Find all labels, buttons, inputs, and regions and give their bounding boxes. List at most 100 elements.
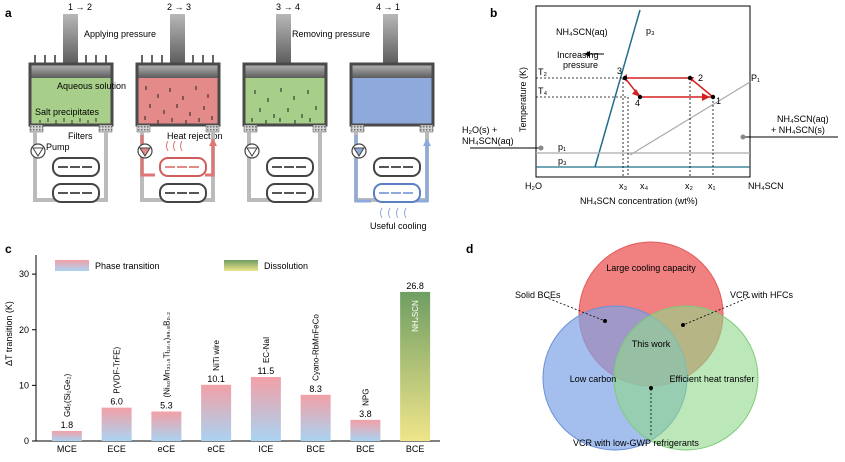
y-tick-label: 0 <box>24 436 29 446</box>
top-circle-label: Large cooling capacity <box>606 263 696 273</box>
state-label-3: 3 <box>617 66 622 76</box>
concentration-guides <box>622 78 714 177</box>
region-top-label: NH₄SCN(aq) <box>556 27 608 37</box>
useful-cooling-label: Useful cooling <box>370 221 427 231</box>
bar <box>300 394 331 441</box>
state-label-4: 4 <box>635 98 640 108</box>
heat-wave-icon <box>166 140 183 152</box>
bar-value-label: 8.3 <box>309 384 322 394</box>
step-label-3: 3 → 4 <box>276 2 300 12</box>
solution-fill <box>244 78 326 125</box>
x1-tick: x₁ <box>708 181 716 191</box>
applying-pressure-label: Applying pressure <box>84 29 156 39</box>
state-label-1: 1 <box>716 96 721 106</box>
solubility-line-p3 <box>594 9 641 168</box>
category-label: eCE <box>207 444 225 454</box>
category-label: MCE <box>57 444 77 454</box>
solution-fill <box>351 78 433 125</box>
solid-bces-label: Solid BCEs <box>515 290 561 300</box>
vcr-hfcs-leader <box>682 296 751 326</box>
category-label: BCE <box>406 444 425 454</box>
material-label: NPG <box>361 389 370 406</box>
material-label: Cyano-RbMnFeCo <box>312 314 321 381</box>
panel-c-letter: c <box>5 242 12 256</box>
removing-pressure-label: Removing pressure <box>292 29 370 39</box>
bar-chart: 01020301.8MCEGd₅(Si₂Ge₂)6.0ECEP(VDF-TrFE… <box>19 255 440 454</box>
legend-phase-label: Phase transition <box>95 261 160 271</box>
state-label-2: 2 <box>698 73 703 83</box>
material-label: NH₄SCN <box>411 300 420 332</box>
x-left-label: H₂O <box>525 181 542 191</box>
bar-value-label: 11.5 <box>257 366 274 376</box>
x4-tick: x₄ <box>640 181 649 191</box>
bar <box>250 377 281 441</box>
cold-wave-icon <box>380 207 407 219</box>
right-circle-label: Efficient heat transfer <box>670 374 755 384</box>
y-tick-label: 30 <box>19 269 29 279</box>
b-ylabel: Temperature (K) <box>518 67 528 132</box>
x-right-label: NH₄SCN <box>748 181 784 191</box>
region-left-label-2: NH₄SCN(aq) <box>462 136 514 146</box>
category-label: ICE <box>258 444 273 454</box>
increasing-pressure-label-1: Increasing <box>557 50 599 60</box>
heat-rejection-label: Heat rejection <box>167 131 223 141</box>
region-right-label-2: + NH₄SCN(s) <box>771 125 825 135</box>
p1-right-label: P₁ <box>751 73 760 83</box>
bar <box>400 291 431 441</box>
t4-label: T₄ <box>538 86 547 96</box>
bar <box>51 430 82 441</box>
material-label: P(VDF-TrFE) <box>113 346 122 393</box>
precipitate-marks <box>39 118 97 124</box>
venn-circle-right <box>613 305 759 451</box>
bar <box>151 411 182 441</box>
category-label: ECE <box>107 444 126 454</box>
bar <box>350 419 381 441</box>
increasing-pressure-label-2: pressure <box>563 60 598 70</box>
legend-dissolution-label: Dissolution <box>264 261 308 271</box>
piston-rod <box>276 14 291 64</box>
piston-rod <box>63 14 78 64</box>
unit-2: Heat rejection <box>135 14 223 203</box>
panel-d: d Large cooling capacity Low carbon Effi… <box>466 241 794 451</box>
bar-value-label: 26.8 <box>406 281 424 291</box>
p3-left-label: p₃ <box>558 156 567 166</box>
vcr-hfcs-label: VCR with HFCs <box>730 290 794 300</box>
aqueous-label: Aqueous solution <box>57 81 126 91</box>
state-point-4 <box>637 94 643 100</box>
cylinder-wall <box>28 62 114 127</box>
region-left-label-1: H₂O(s) + <box>462 125 497 135</box>
legend-phase-swatch <box>55 260 89 271</box>
c-ylabel: ΔT transition (K) <box>4 301 14 366</box>
step-label-1: 1 → 2 <box>68 2 92 12</box>
left-circle-label: Low carbon <box>570 374 617 384</box>
filters-label: Filters <box>68 131 93 141</box>
precipitate-marks <box>251 88 317 124</box>
x3-tick: x₃ <box>619 181 628 191</box>
precipitate-marks <box>144 86 213 124</box>
piston-plate <box>30 64 112 78</box>
region-right-label-1: NH₄SCN(aq) <box>777 114 829 124</box>
category-label: BCE <box>356 444 375 454</box>
piston-rod <box>170 14 185 64</box>
unit-1: Aqueous solution Salt precipitates Filte… <box>28 14 126 203</box>
piston-rod <box>383 14 398 64</box>
filter-right <box>98 124 113 133</box>
bar-value-label: 1.8 <box>61 420 74 430</box>
salt-precipitates-label: Salt precipitates <box>35 107 100 117</box>
phase-diagram-frame <box>535 5 751 178</box>
panel-a-letter: a <box>5 6 12 20</box>
y-tick-label: 10 <box>19 380 29 390</box>
bar <box>201 384 232 441</box>
aqueous-fill <box>30 78 112 125</box>
flow-arrow-icon <box>423 138 431 146</box>
material-label: (Ni₅₀Mn₃₁.₅Ti₁₈.₅)₉₉.₈B₀.₂ <box>162 312 171 398</box>
vcr-lowgwp-label: VCR with low-GWP refrigerants <box>573 438 699 448</box>
unit-4: Useful cooling <box>349 14 435 231</box>
state-point-1 <box>710 94 716 100</box>
panel-d-letter: d <box>466 242 473 256</box>
solution-fill <box>137 78 219 125</box>
material-label: EC-NaI <box>262 337 271 363</box>
panel-c: c ΔT transition (K) Phase transition Dis… <box>4 242 440 454</box>
filter-left <box>29 124 44 133</box>
step-label-2: 2 → 3 <box>167 2 191 12</box>
